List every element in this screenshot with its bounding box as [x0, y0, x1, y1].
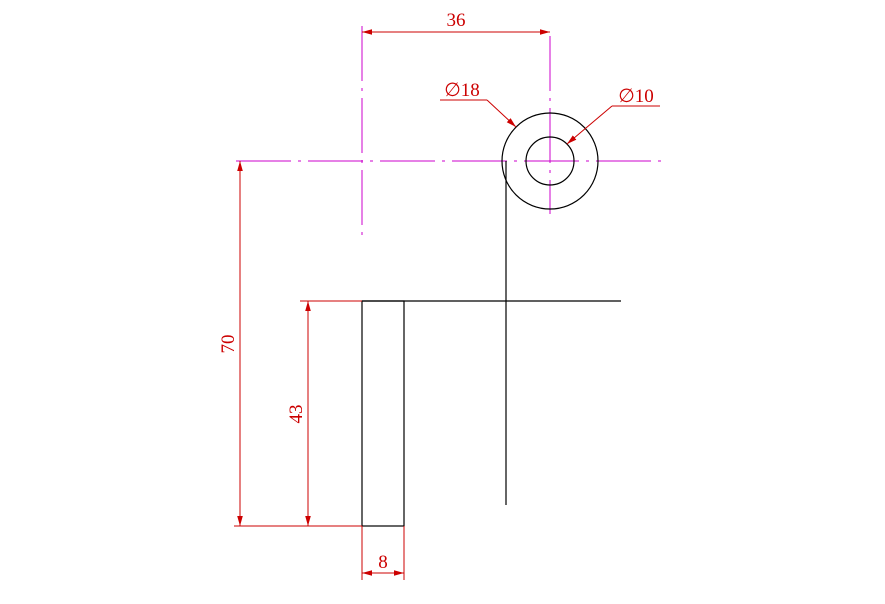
- dim-70-label: 70: [218, 335, 239, 354]
- dim-o10-label: ∅10: [618, 86, 654, 107]
- inner-circle: [525, 136, 575, 186]
- centerlines: [236, 26, 662, 242]
- dim-36-label: 36: [447, 10, 466, 31]
- dim-8-label: 8: [378, 552, 388, 573]
- dimensions: [234, 29, 660, 580]
- dim-43-label: 43: [286, 405, 307, 424]
- geometry: [361, 112, 621, 527]
- dimension-labels: 36 ∅18 ∅10 70 43 8: [218, 10, 654, 573]
- dim-o10-leader: [566, 105, 613, 145]
- dim-o18-leader: [486, 99, 517, 128]
- vertical-bar: [361, 300, 405, 527]
- dim-o18-label: ∅18: [444, 80, 480, 101]
- outer-circle: [501, 112, 599, 210]
